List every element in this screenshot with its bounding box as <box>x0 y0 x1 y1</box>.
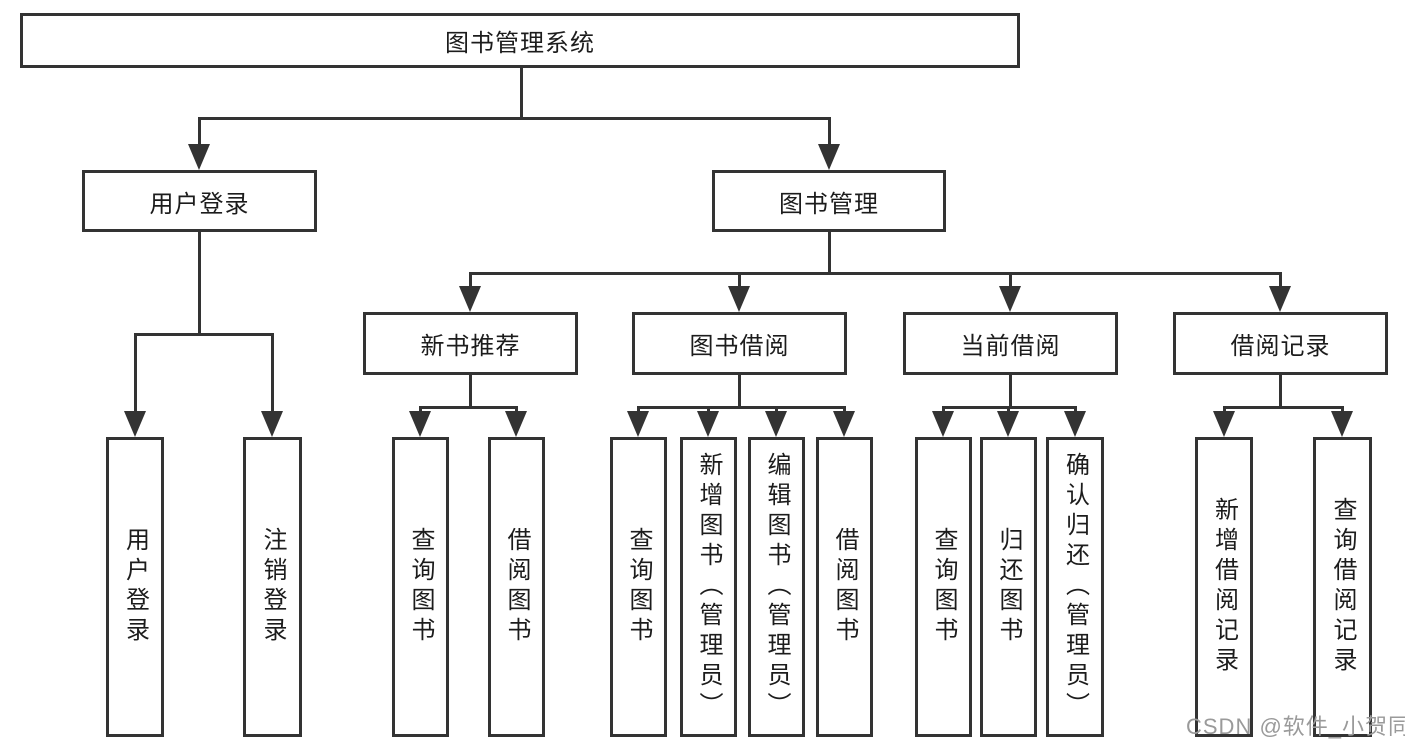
arrowhead-nb-leaf2 <box>505 411 527 437</box>
node-book-management: 图书管理 <box>712 170 946 232</box>
connector-user-login-branch <box>134 333 274 336</box>
node-current-borrowing: 当前借阅 <box>903 312 1118 375</box>
connector-arm-book-management <box>828 118 831 144</box>
node-query-borrow-record: 查询借阅记录 <box>1313 437 1372 737</box>
connector-arm-login-leaf1 <box>134 334 137 411</box>
connector-arm-book-borrowing <box>738 273 741 286</box>
arrowhead-book-borrowing <box>728 286 750 312</box>
arrowhead-bb-leaf1 <box>627 411 649 437</box>
node-add-borrow-record: 新增借阅记录 <box>1195 437 1253 737</box>
connector-root-branch <box>198 117 831 120</box>
arrowhead-new-book <box>459 286 481 312</box>
connector-borrowing-branch <box>637 406 846 409</box>
node-borrow-books-borrowing: 借阅图书 <box>816 437 873 737</box>
connector-user-login-trunk <box>198 232 201 335</box>
connector-arm-rec-leaf1 <box>1223 407 1226 411</box>
node-user-login-action: 用户登录 <box>106 437 164 737</box>
connector-book-management-trunk <box>828 232 831 275</box>
connector-arm-new-book <box>469 273 472 286</box>
arrowhead-bb-leaf3 <box>765 411 787 437</box>
node-query-books-current: 查询图书 <box>915 437 972 737</box>
node-add-books-admin: 新增图书（管理员） <box>680 437 737 737</box>
node-edit-books-admin: 编辑图书（管理员） <box>748 437 805 737</box>
arrowhead-nb-leaf1 <box>409 411 431 437</box>
connector-arm-nb-leaf1 <box>419 407 422 411</box>
connector-arm-user-login <box>198 118 201 144</box>
node-library-management-system: 图书管理系统 <box>20 13 1020 68</box>
arrowhead-cb-leaf2 <box>997 411 1019 437</box>
arrowhead-borrowing-records <box>1269 286 1291 312</box>
node-user-login: 用户登录 <box>82 170 317 232</box>
arrowhead-bb-leaf4 <box>833 411 855 437</box>
arrowhead-user-login <box>188 144 210 170</box>
arrowhead-book-management <box>818 144 840 170</box>
node-borrowing-records: 借阅记录 <box>1173 312 1388 375</box>
node-book-borrowing: 图书借阅 <box>632 312 847 375</box>
node-borrow-books-recommend: 借阅图书 <box>488 437 545 737</box>
node-query-books-borrowing: 查询图书 <box>610 437 667 737</box>
arrowhead-current-borrowing <box>999 286 1021 312</box>
arrowhead-login-leaf1 <box>124 411 146 437</box>
node-return-books: 归还图书 <box>980 437 1037 737</box>
connector-arm-borrowing-records <box>1279 273 1282 286</box>
connector-book-management-branch <box>469 272 1282 275</box>
arrowhead-cb-leaf1 <box>932 411 954 437</box>
arrowhead-cb-leaf3 <box>1064 411 1086 437</box>
connector-records-trunk <box>1279 375 1282 407</box>
connector-arm-bb-leaf1 <box>637 407 640 411</box>
node-confirm-return-admin: 确认归还（管理员） <box>1046 437 1104 737</box>
arrowhead-bb-leaf2 <box>697 411 719 437</box>
connector-arm-cb-leaf1 <box>942 407 945 411</box>
connector-current-trunk <box>1009 375 1012 407</box>
connector-arm-bb-leaf2 <box>707 407 710 411</box>
connector-arm-bb-leaf4 <box>843 407 846 411</box>
connector-root-trunk <box>520 68 523 118</box>
connector-arm-cb-leaf2 <box>1007 407 1010 411</box>
connector-records-branch <box>1223 406 1344 409</box>
arrowhead-rec-leaf2 <box>1331 411 1353 437</box>
connector-arm-nb-leaf2 <box>515 407 518 411</box>
connector-arm-current-borrowing <box>1009 273 1012 286</box>
connector-new-book-branch <box>419 406 518 409</box>
connector-arm-cb-leaf3 <box>1074 407 1077 411</box>
arrowhead-login-leaf2 <box>261 411 283 437</box>
connector-arm-bb-leaf3 <box>775 407 778 411</box>
connector-borrowing-trunk <box>738 375 741 407</box>
connector-arm-login-leaf2 <box>271 334 274 411</box>
node-query-books-recommend: 查询图书 <box>392 437 449 737</box>
node-new-book-recommendation: 新书推荐 <box>363 312 578 375</box>
node-logout-action: 注销登录 <box>243 437 302 737</box>
arrowhead-rec-leaf1 <box>1213 411 1235 437</box>
connector-new-book-trunk <box>469 375 472 407</box>
connector-arm-rec-leaf2 <box>1341 407 1344 411</box>
watermark: CSDN @软件_小贺同学 <box>1186 714 1405 739</box>
